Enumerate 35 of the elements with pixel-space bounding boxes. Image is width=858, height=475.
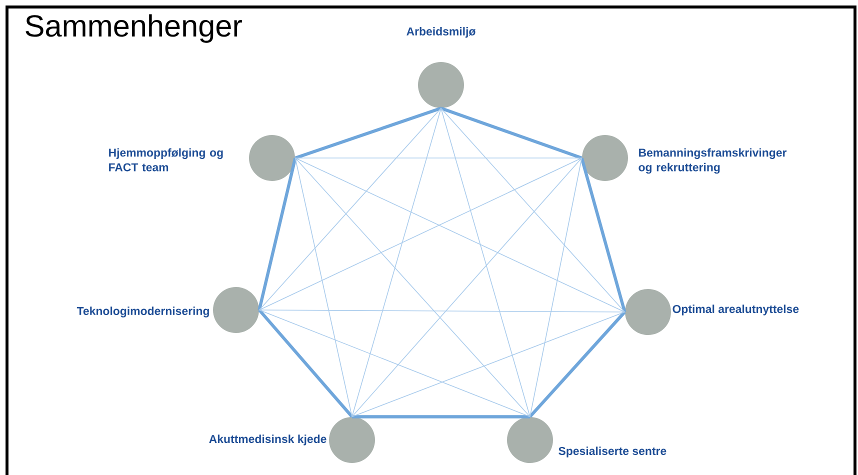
connector-line bbox=[294, 158, 352, 418]
connector-line bbox=[530, 158, 582, 418]
connector-line bbox=[294, 158, 530, 418]
circle-label: Optimal arealutnyttelse bbox=[672, 304, 799, 316]
circle bbox=[418, 62, 464, 108]
circle bbox=[213, 287, 259, 333]
circle-label: Akuttmedisinsk kjede bbox=[209, 434, 326, 446]
connector-line bbox=[352, 312, 626, 418]
circle bbox=[249, 135, 295, 181]
connector-line bbox=[258, 310, 530, 418]
connector-line bbox=[258, 310, 626, 312]
connector-line bbox=[528, 310, 626, 418]
connector-line bbox=[580, 158, 626, 312]
connector-line bbox=[440, 108, 626, 312]
connector-line bbox=[258, 158, 582, 310]
circle bbox=[329, 417, 375, 463]
circle bbox=[625, 289, 671, 335]
title: Sammenhenger bbox=[26, 14, 242, 43]
connector-line bbox=[440, 106, 582, 160]
connector-line bbox=[258, 308, 354, 418]
circle-label: Spesialiserte sentre bbox=[558, 446, 666, 458]
connector-line bbox=[294, 158, 626, 312]
circle-label: Bemanningsframskrivinger og rekruttering bbox=[638, 148, 787, 174]
connector-line bbox=[352, 108, 442, 418]
connector-line bbox=[440, 108, 530, 418]
circle-label: Arbeidsmiljø bbox=[406, 27, 476, 38]
connector-line bbox=[258, 158, 297, 310]
circle bbox=[507, 417, 553, 463]
circle-label: Teknologimodernisering bbox=[76, 306, 209, 318]
connector-line bbox=[294, 106, 442, 160]
connector-line bbox=[352, 415, 530, 418]
circle-label: Hjemmoppfølging og FACT team bbox=[109, 148, 223, 172]
circle bbox=[582, 135, 628, 181]
connector-line bbox=[258, 108, 442, 310]
connector-line bbox=[352, 158, 582, 418]
